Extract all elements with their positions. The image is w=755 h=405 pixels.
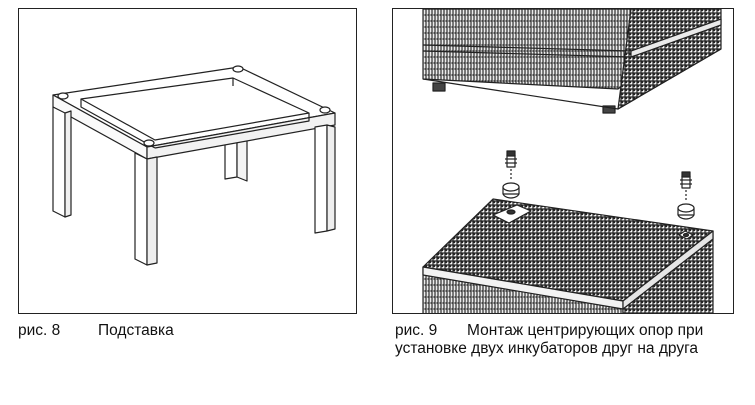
figure-number: рис. 8 (18, 322, 61, 339)
centering-support-icons (502, 150, 695, 220)
figure-caption-text: Монтаж центрирующих опор при установке д… (395, 322, 704, 357)
figure-number: рис. 9 (395, 322, 438, 339)
figure-9-panel (392, 8, 734, 314)
figure-9-caption: рис. 9 Монтаж центрирующих опор при уста… (395, 322, 745, 382)
corner-pad-icons (57, 65, 331, 147)
figure-8-caption: рис. 8 Подставка (18, 322, 348, 344)
figure-8-panel (18, 8, 357, 314)
incubator-stacking-illustration (422, 9, 722, 313)
stand-illustration (52, 65, 336, 266)
figure-caption-text: Подставка (98, 322, 174, 339)
